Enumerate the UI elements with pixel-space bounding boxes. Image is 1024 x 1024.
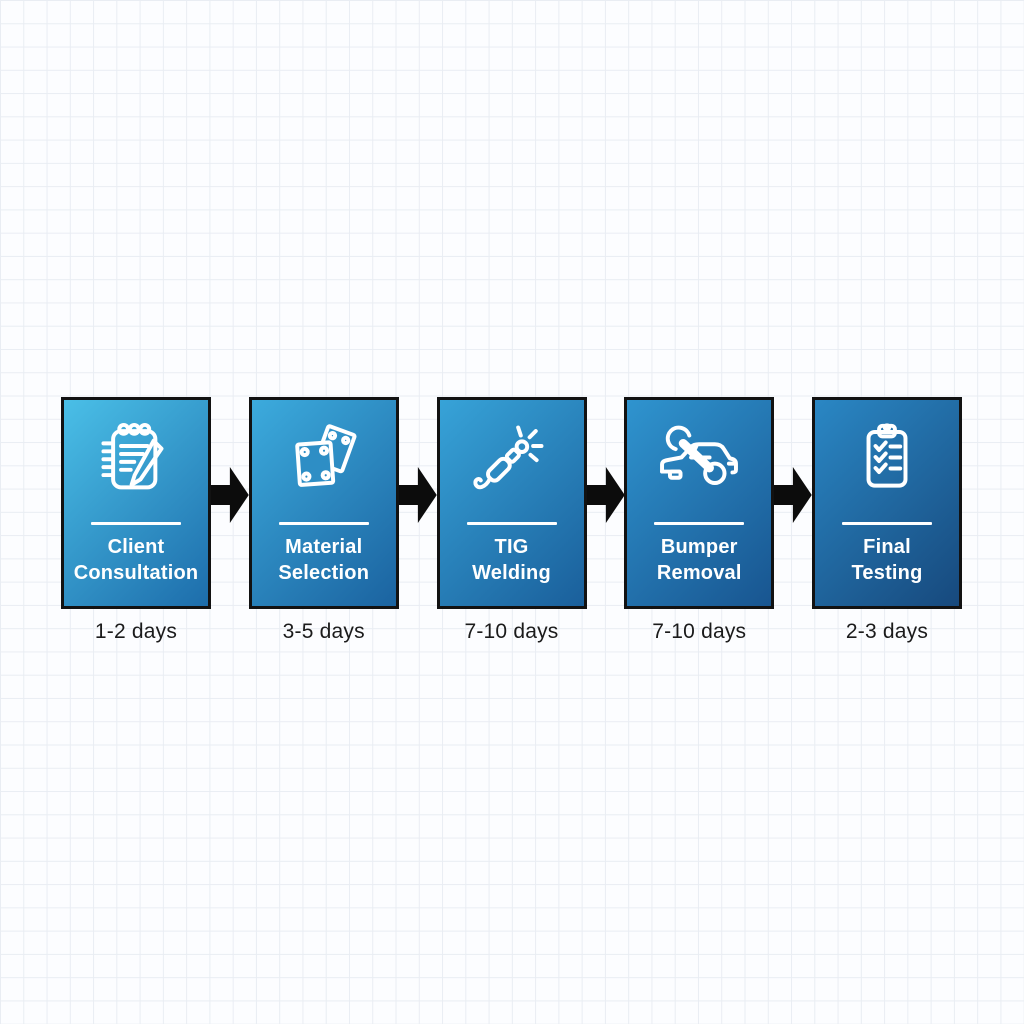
welding-torch-icon [468,417,556,505]
flow-arrow [211,467,249,523]
divider-line [654,522,745,525]
step-final-testing: Final Testing 2-3 days [812,397,962,644]
title-line: Selection [278,562,370,584]
title-line: TIG [494,536,529,558]
title-line: Bumper [660,536,738,558]
step-box: Bumper Removal [624,397,775,609]
title-line: Final [863,536,911,558]
clipboard-checklist-icon [843,417,931,505]
step-client-consultation: Client Consultation 1-2 days [61,397,211,644]
right-arrow-icon [586,467,625,523]
right-arrow-icon [774,467,812,523]
title-line: Consultation [73,562,199,584]
step-material-selection: Material Selection 3-5 days [248,397,399,644]
step-bumper-removal: Bumper Removal 7-10 days [624,397,775,644]
title-line: Testing [851,562,923,584]
car-wrench-icon [655,417,743,505]
step-box: Client Consultation [61,397,211,609]
step-box: Material Selection [248,397,399,609]
step-title: TIG Welding [472,534,551,586]
step-duration: 7-10 days [652,620,747,643]
step-tig-welding: TIG Welding 7-10 days [436,397,587,644]
metal-plates-icon [280,417,368,505]
right-arrow-icon [211,467,249,523]
notepad-pencil-icon [92,417,180,505]
title-line: Removal [656,562,742,584]
divider-line [466,522,557,525]
title-line: Material [285,536,363,558]
divider-line [91,522,181,525]
title-line: Client [107,536,165,558]
step-box: TIG Welding [436,397,587,609]
flow-arrow [586,467,625,523]
step-duration: 7-10 days [464,620,559,643]
step-title: Final Testing [851,534,922,586]
flow-arrow [398,467,437,523]
divider-line [278,522,369,525]
step-box: Final Testing [812,397,962,609]
step-duration: 1-2 days [94,620,178,643]
step-title: Bumper Removal [657,534,742,586]
flow-arrow [774,467,812,523]
title-line: Welding [472,562,551,584]
step-duration: 2-3 days [845,620,929,643]
divider-line [842,522,932,525]
step-title: Material Selection [278,534,369,586]
step-title: Client Consultation [74,534,199,586]
process-flow: Client Consultation 1-2 days [61,397,962,644]
step-duration: 3-5 days [282,620,365,643]
right-arrow-icon [398,467,437,523]
